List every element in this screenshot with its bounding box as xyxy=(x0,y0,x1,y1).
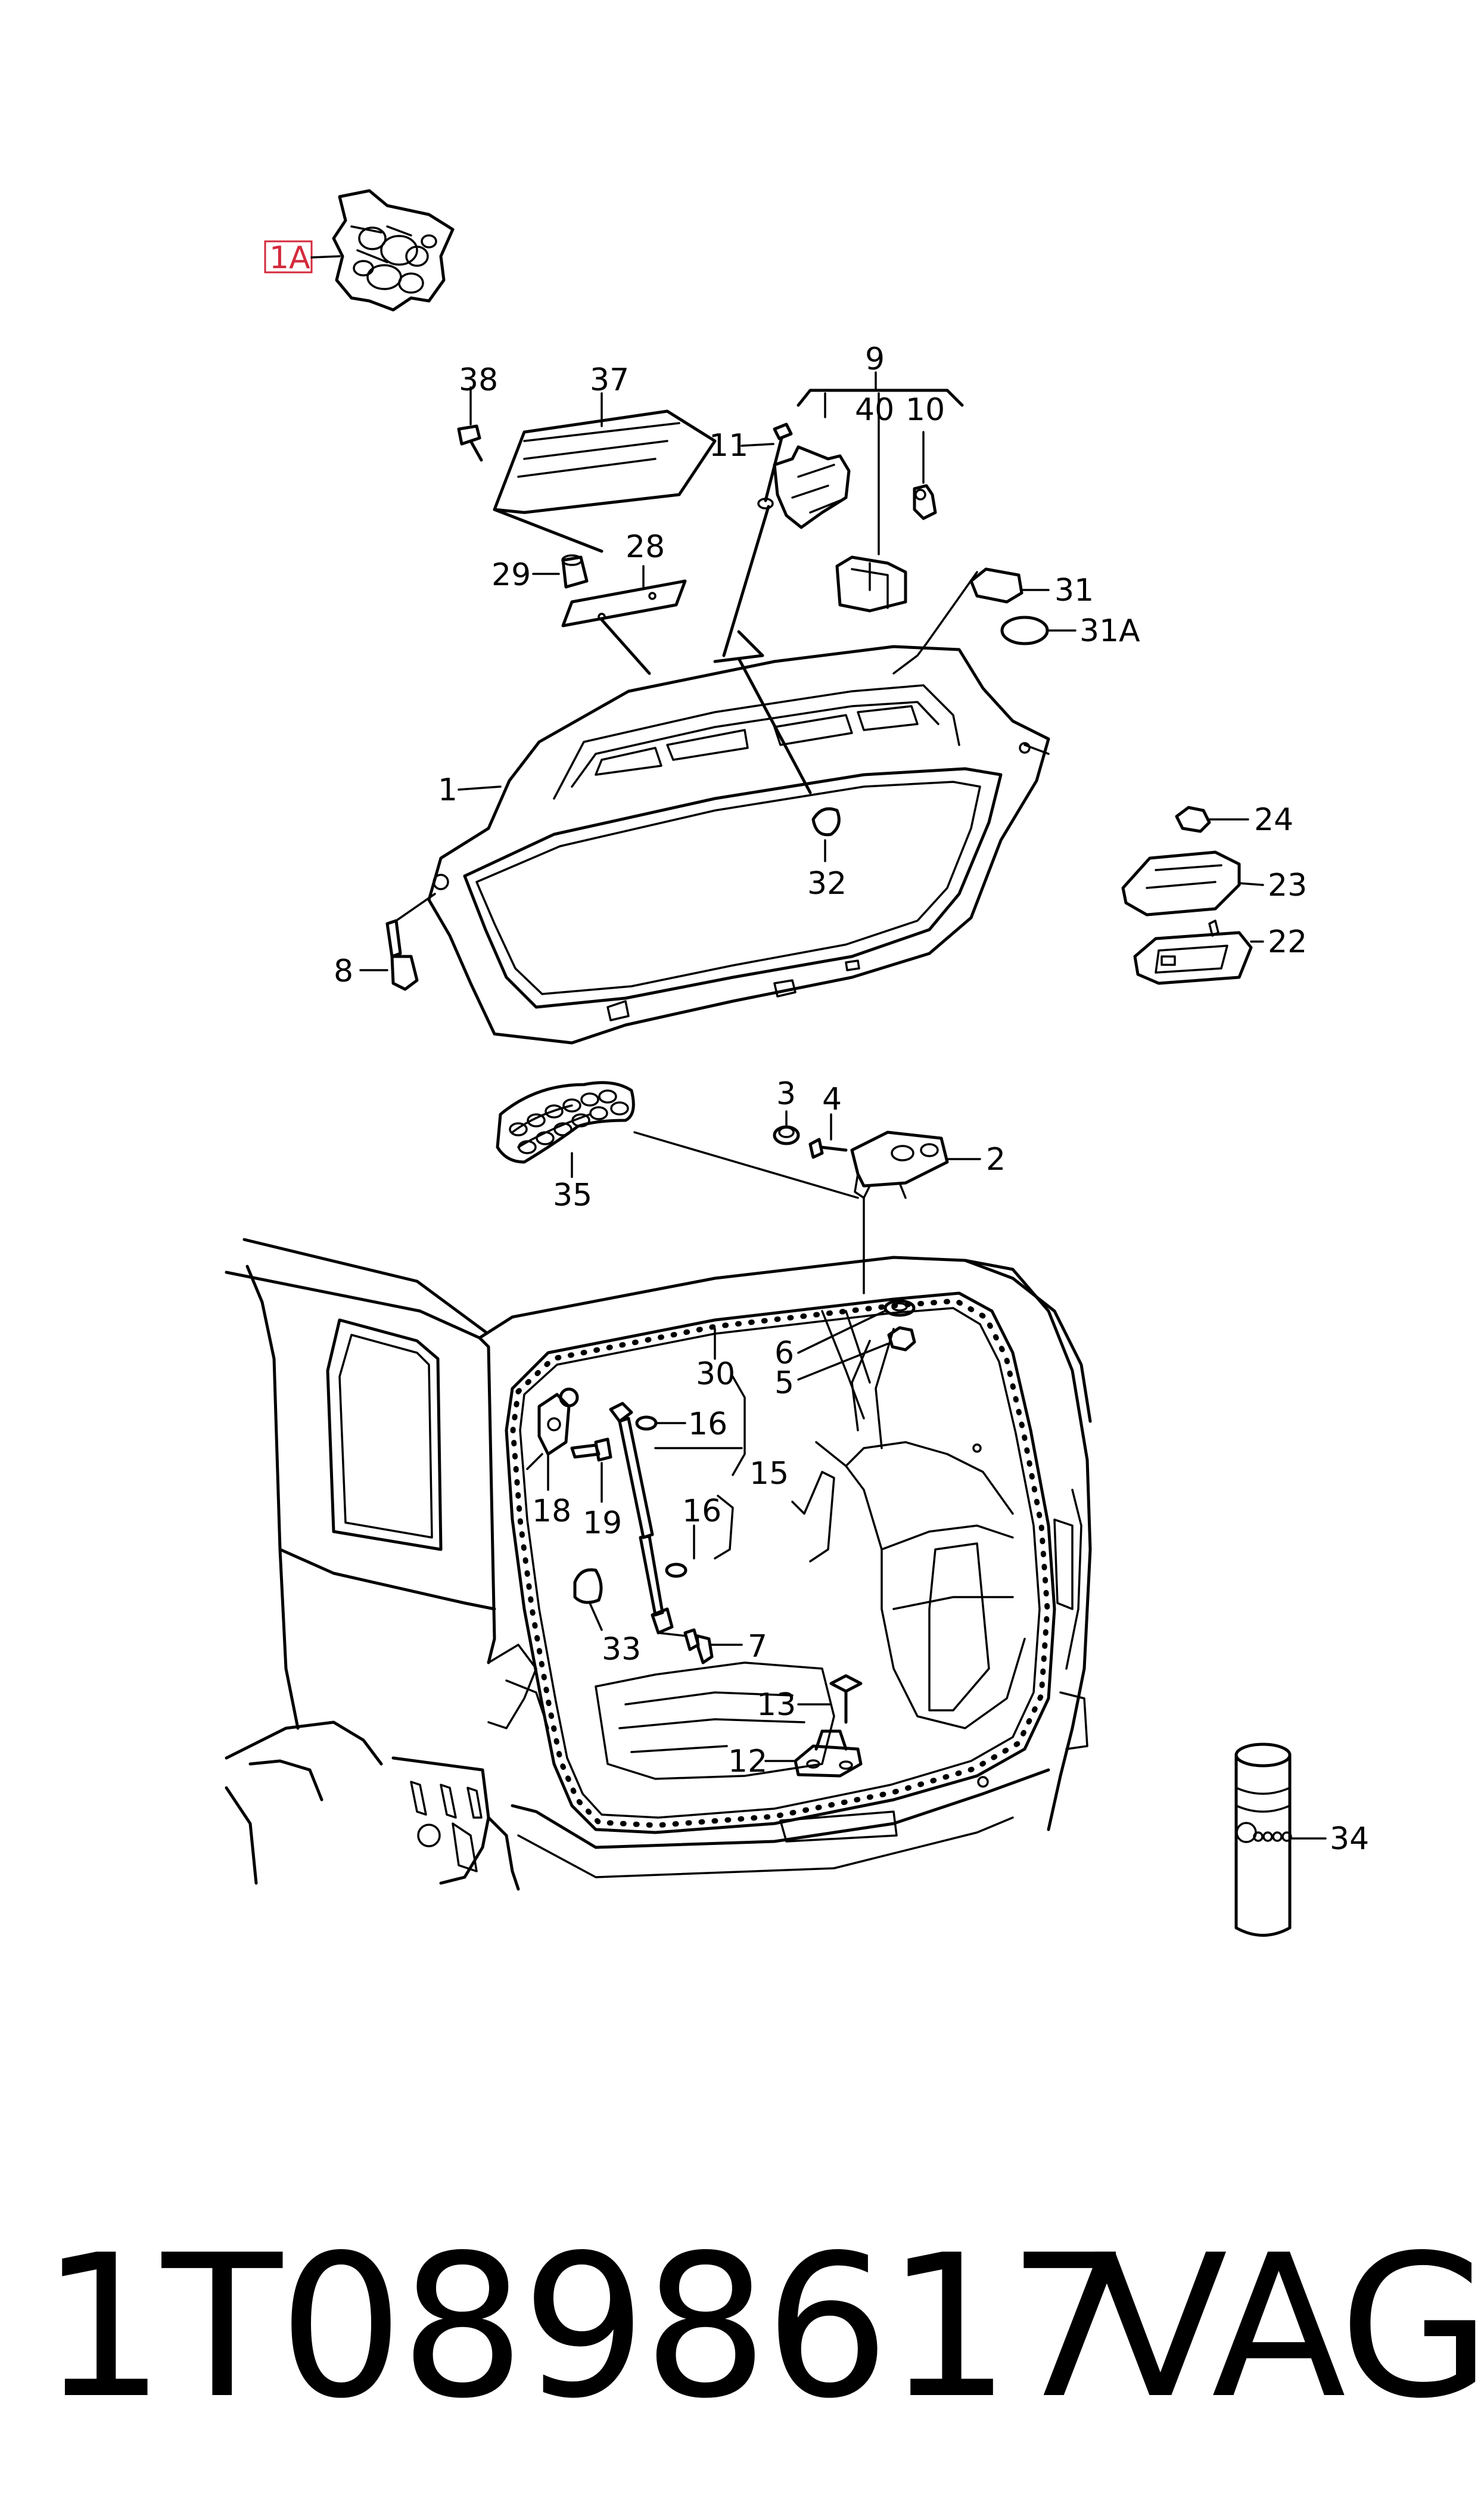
callout-8: 8 xyxy=(334,953,353,989)
callout-6: 6 xyxy=(774,1335,794,1371)
callout-10: 10 xyxy=(906,392,945,428)
clip-16-bottom xyxy=(665,1524,695,1578)
callout-22: 22 xyxy=(1268,924,1307,960)
callout-29: 29 xyxy=(491,557,531,593)
nut-5 xyxy=(797,1326,916,1381)
callout-40: 40 xyxy=(855,392,894,428)
callout-3: 3 xyxy=(776,1076,796,1112)
callout-33: 33 xyxy=(602,1632,641,1667)
plate-28 xyxy=(561,565,687,675)
callout-1: 1 xyxy=(438,772,458,808)
callout-labels: 1A 38 37 9 40 10 11 29 28 31 31A 1 32 24… xyxy=(269,240,1369,1857)
callout-34: 34 xyxy=(1330,1821,1369,1857)
cap-33 xyxy=(573,1568,603,1631)
harness-35 xyxy=(496,1081,859,1199)
bolt-7 xyxy=(683,1628,743,1664)
clip-10 xyxy=(913,431,937,520)
bracket-18 xyxy=(526,1387,579,1491)
cover-37 xyxy=(493,392,717,553)
lubricant-can-34 xyxy=(1234,1743,1327,1937)
clip-29 xyxy=(532,554,589,589)
washer-6 xyxy=(797,1299,916,1354)
handle-23 xyxy=(1121,850,1264,917)
callout-31: 31 xyxy=(1054,573,1094,608)
gas-strut-15 xyxy=(609,1375,746,1637)
seal-31A xyxy=(1000,616,1077,645)
latch-group-9 xyxy=(713,371,964,794)
lamp-22 xyxy=(1133,920,1264,985)
callout-19: 19 xyxy=(583,1505,622,1541)
callout-31A: 31A xyxy=(1079,613,1140,649)
callout-18: 18 xyxy=(532,1493,571,1529)
part-number: 1T0898617 xyxy=(41,2213,1133,2442)
callout-9: 9 xyxy=(865,341,885,377)
callout-7: 7 xyxy=(748,1629,767,1664)
exploded-view-drawing: 1A 38 37 9 40 10 11 29 28 31 31A 1 32 24… xyxy=(225,189,1369,1937)
callout-38: 38 xyxy=(459,362,498,398)
callout-1A: 1A xyxy=(269,240,310,276)
callout-35: 35 xyxy=(553,1178,592,1213)
callout-30: 30 xyxy=(696,1356,735,1392)
cap-31 xyxy=(892,567,1050,675)
callout-2: 2 xyxy=(986,1142,1006,1178)
callout-16-bottom: 16 xyxy=(682,1493,721,1529)
callout-11: 11 xyxy=(709,428,748,464)
tailgate-1 xyxy=(427,645,1050,1045)
bolt-19 xyxy=(570,1437,612,1503)
vehicle-body xyxy=(225,1238,1092,1891)
callout-37: 37 xyxy=(590,362,629,398)
switch-40 xyxy=(835,555,907,613)
grommet-32 xyxy=(811,807,841,862)
callout-5: 5 xyxy=(774,1365,794,1401)
hinge-2 xyxy=(773,1110,981,1199)
screw-13 xyxy=(797,1674,863,1724)
callout-15: 15 xyxy=(749,1456,789,1492)
callout-16-top: 16 xyxy=(688,1406,727,1442)
brand-name: VAG xyxy=(1093,2213,1484,2442)
striker-12 xyxy=(764,1729,863,1778)
callout-12: 12 xyxy=(728,1744,767,1779)
callout-24: 24 xyxy=(1254,802,1293,838)
callout-28: 28 xyxy=(626,529,665,565)
callout-23: 23 xyxy=(1268,868,1307,903)
repair-kit-cluster xyxy=(332,189,455,312)
screw-38 xyxy=(457,386,483,462)
buffer-8 xyxy=(359,893,436,991)
callout-32: 32 xyxy=(807,866,847,902)
clip-16-top xyxy=(635,1415,686,1431)
callout-4: 4 xyxy=(822,1082,842,1117)
nut-24 xyxy=(1175,806,1249,833)
callout-13: 13 xyxy=(757,1687,796,1723)
